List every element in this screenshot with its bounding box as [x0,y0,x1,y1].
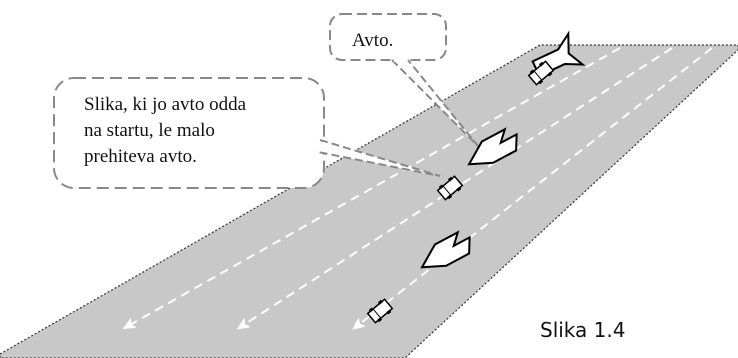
callout-image-line-1: Slika, ki jo avto odda [84,94,247,115]
callout-image-line-3: prehiteva avto. [84,146,197,167]
road [0,44,738,358]
car-icon-middle [436,175,464,201]
lane-marking-left [128,47,621,326]
arrow-shape-bottom [420,230,471,269]
arrow-shape-middle [467,127,518,166]
callout-image [53,77,441,189]
figure-caption: Slika 1.4 [540,318,626,342]
callout-car [329,13,479,147]
callout-image-text: Slika, ki jo avto odda na startu, le mal… [84,92,246,170]
callout-car-text: Avto. [352,30,394,51]
car-icon-top [527,60,555,86]
car-icon-bottom [366,298,394,324]
callout-image-line-2: na startu, le malo [84,120,215,141]
lane-marking-right [357,47,713,326]
